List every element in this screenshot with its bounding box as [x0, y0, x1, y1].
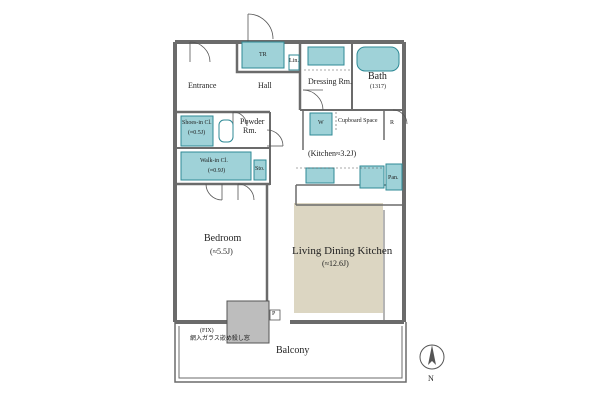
- bathtub: [356, 46, 400, 72]
- sink: [305, 167, 335, 184]
- fixtures: [180, 41, 403, 191]
- toilet: [218, 119, 234, 143]
- fix-label: (FIX): [200, 328, 214, 334]
- tr-label: TR: [259, 52, 267, 58]
- gray-box: [226, 300, 270, 344]
- compass: [419, 344, 445, 370]
- hall-label: Hall: [258, 81, 272, 90]
- walls: [173, 40, 407, 383]
- shoes-in-label: Shoes-in Cl.: [182, 120, 212, 126]
- washer: [309, 112, 333, 136]
- pantry: [385, 163, 403, 191]
- r-label: R: [390, 120, 395, 126]
- storage: [253, 159, 267, 181]
- p-label: P: [272, 311, 276, 317]
- powder-label-2: Rm.: [243, 126, 257, 135]
- basin: [307, 46, 345, 66]
- bath-size: (1317): [370, 84, 386, 90]
- cupboard-label: Cupboard Space: [338, 118, 378, 124]
- w-label: W: [318, 120, 324, 126]
- bedroom-label: Bedroom: [204, 233, 242, 244]
- p-box: [269, 309, 281, 321]
- kitchen-label: (Kitchen≈3.2J): [308, 149, 357, 158]
- bath-label: Bath: [368, 71, 387, 82]
- walkin-label: Walk-in Cl.: [200, 158, 228, 164]
- fix-note: 網入ガラス嵌め殺し窓: [190, 336, 250, 342]
- linen-shelf: [288, 54, 300, 71]
- bedroom-size: (≈5.5J): [210, 247, 233, 256]
- powder-label: Powder: [240, 117, 265, 126]
- sto-label: Sto.: [255, 166, 265, 172]
- ldk-floor: [294, 203, 383, 313]
- pan-label: Pan.: [388, 175, 399, 181]
- walkin-closet: [180, 151, 252, 181]
- toilet-room-fixture: [241, 41, 285, 69]
- entrance-label: Entrance: [188, 81, 217, 90]
- door-swings: [189, 13, 408, 201]
- dressing-label: Dressing Rm.: [308, 77, 352, 86]
- ldk-size: (≈12.6J): [322, 259, 349, 268]
- ldk-label: Living Dining Kitchen: [292, 245, 393, 257]
- balcony-label: Balcony: [276, 345, 310, 356]
- shoes-cabinet: [180, 115, 214, 147]
- stove: [359, 165, 385, 189]
- walkin-size: (≈0.9J): [208, 168, 226, 174]
- lin-label: Lin.: [289, 58, 299, 64]
- shoes-in-size: (≈0.5J): [188, 130, 206, 136]
- compass-north-label: N: [428, 374, 434, 383]
